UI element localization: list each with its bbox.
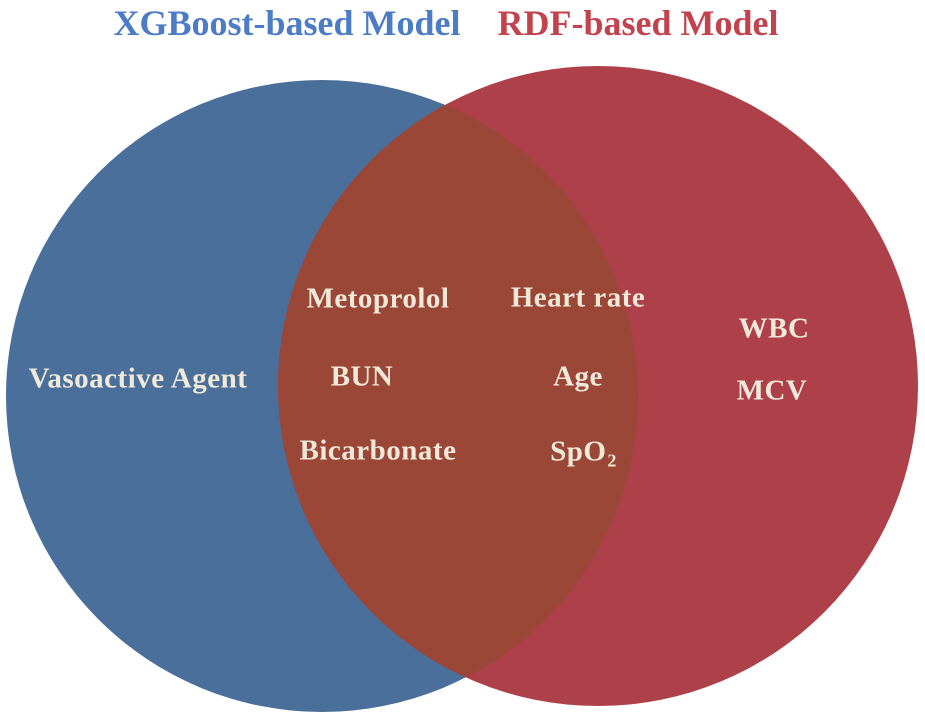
label-vasoactive-agent: Vasoactive Agent: [28, 362, 248, 395]
label-bun: BUN: [330, 360, 394, 393]
spo2-base-text: SpO: [550, 435, 607, 468]
label-spo2: SpO2: [550, 435, 616, 470]
label-wbc: WBC: [738, 312, 810, 345]
rdf-model-title: RDF-based Model: [497, 3, 779, 43]
spo2-subscript: 2: [607, 450, 617, 471]
label-mcv: MCV: [736, 374, 808, 407]
intersection-region: [278, 80, 638, 706]
label-metoprolol: Metoprolol: [306, 282, 450, 315]
xgboost-model-title: XGBoost-based Model: [113, 3, 461, 43]
label-age: Age: [553, 360, 603, 393]
label-bicarbonate: Bicarbonate: [299, 434, 457, 467]
label-heart-rate: Heart rate: [510, 281, 646, 314]
